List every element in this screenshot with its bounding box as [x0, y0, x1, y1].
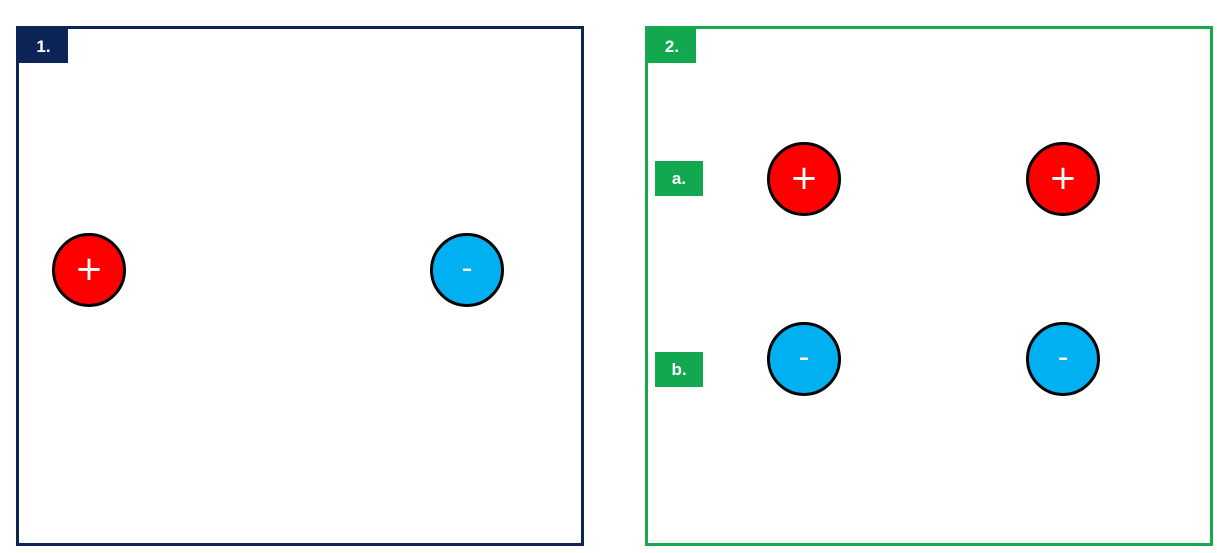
negative-charge: - — [430, 233, 504, 307]
positive-charge: + — [52, 233, 126, 307]
negative-charge: - — [1026, 322, 1100, 396]
panel-1-label: 1. — [19, 29, 68, 63]
panel-2: 2. a. + + b. - - — [645, 26, 1213, 546]
positive-charge: + — [1026, 142, 1100, 216]
panel-2-label: 2. — [648, 29, 696, 63]
positive-charge: + — [767, 142, 841, 216]
row-b-label: b. — [655, 352, 703, 387]
panel-1: 1. + - — [16, 26, 584, 546]
negative-charge: - — [767, 322, 841, 396]
row-a-label: a. — [655, 161, 703, 196]
